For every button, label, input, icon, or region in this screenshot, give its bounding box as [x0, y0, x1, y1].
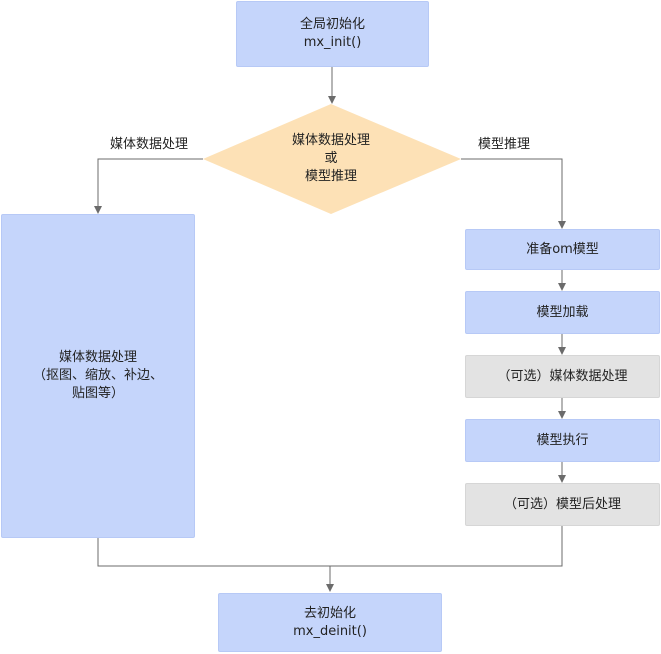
optional-media-label: （可选）媒体数据处理	[497, 368, 628, 384]
edge-label-left: 媒体数据处理	[110, 137, 189, 152]
prepare-model-label: 准备om模型	[526, 241, 599, 257]
optional-media-node: （可选）媒体数据处理	[465, 355, 660, 398]
model-execute-node: 模型执行	[465, 419, 660, 462]
arrow-decision-to-prepare	[461, 158, 566, 229]
decision-line-2: 或	[324, 151, 338, 166]
deinit-node: 去初始化 mx_deinit()	[218, 593, 442, 652]
init-function: mx_init()	[303, 35, 362, 50]
media-line-3: 贴图等）	[71, 386, 124, 401]
edge-label-right: 模型推理	[478, 137, 531, 152]
model-load-node: 模型加载	[465, 291, 660, 334]
decision-node: 媒体数据处理 或 模型推理	[231, 116, 431, 202]
init-title: 全局初始化	[299, 17, 365, 32]
arrow-decision-to-media	[94, 158, 203, 214]
init-node: 全局初始化 mx_init()	[236, 1, 429, 67]
deinit-function: mx_deinit()	[293, 623, 367, 639]
decision-diamond	[203, 104, 461, 214]
media-line-1: 媒体数据处理	[58, 350, 137, 365]
prepare-model-node: 准备om模型	[465, 229, 660, 270]
model-load-label: 模型加载	[536, 304, 589, 320]
decision-line-1: 媒体数据处理	[291, 133, 370, 148]
model-execute-label: 模型执行	[536, 432, 589, 448]
decision-line-3: 模型推理	[304, 169, 357, 184]
media-line-2: （抠图、缩放、补边、	[32, 368, 163, 383]
post-processing-node: （可选）模型后处理	[465, 483, 660, 526]
deinit-title: 去初始化	[303, 605, 356, 621]
post-processing-label: （可选）模型后处理	[503, 496, 621, 512]
media-processing-node: 媒体数据处理 （抠图、缩放、补边、 贴图等）	[1, 214, 195, 538]
